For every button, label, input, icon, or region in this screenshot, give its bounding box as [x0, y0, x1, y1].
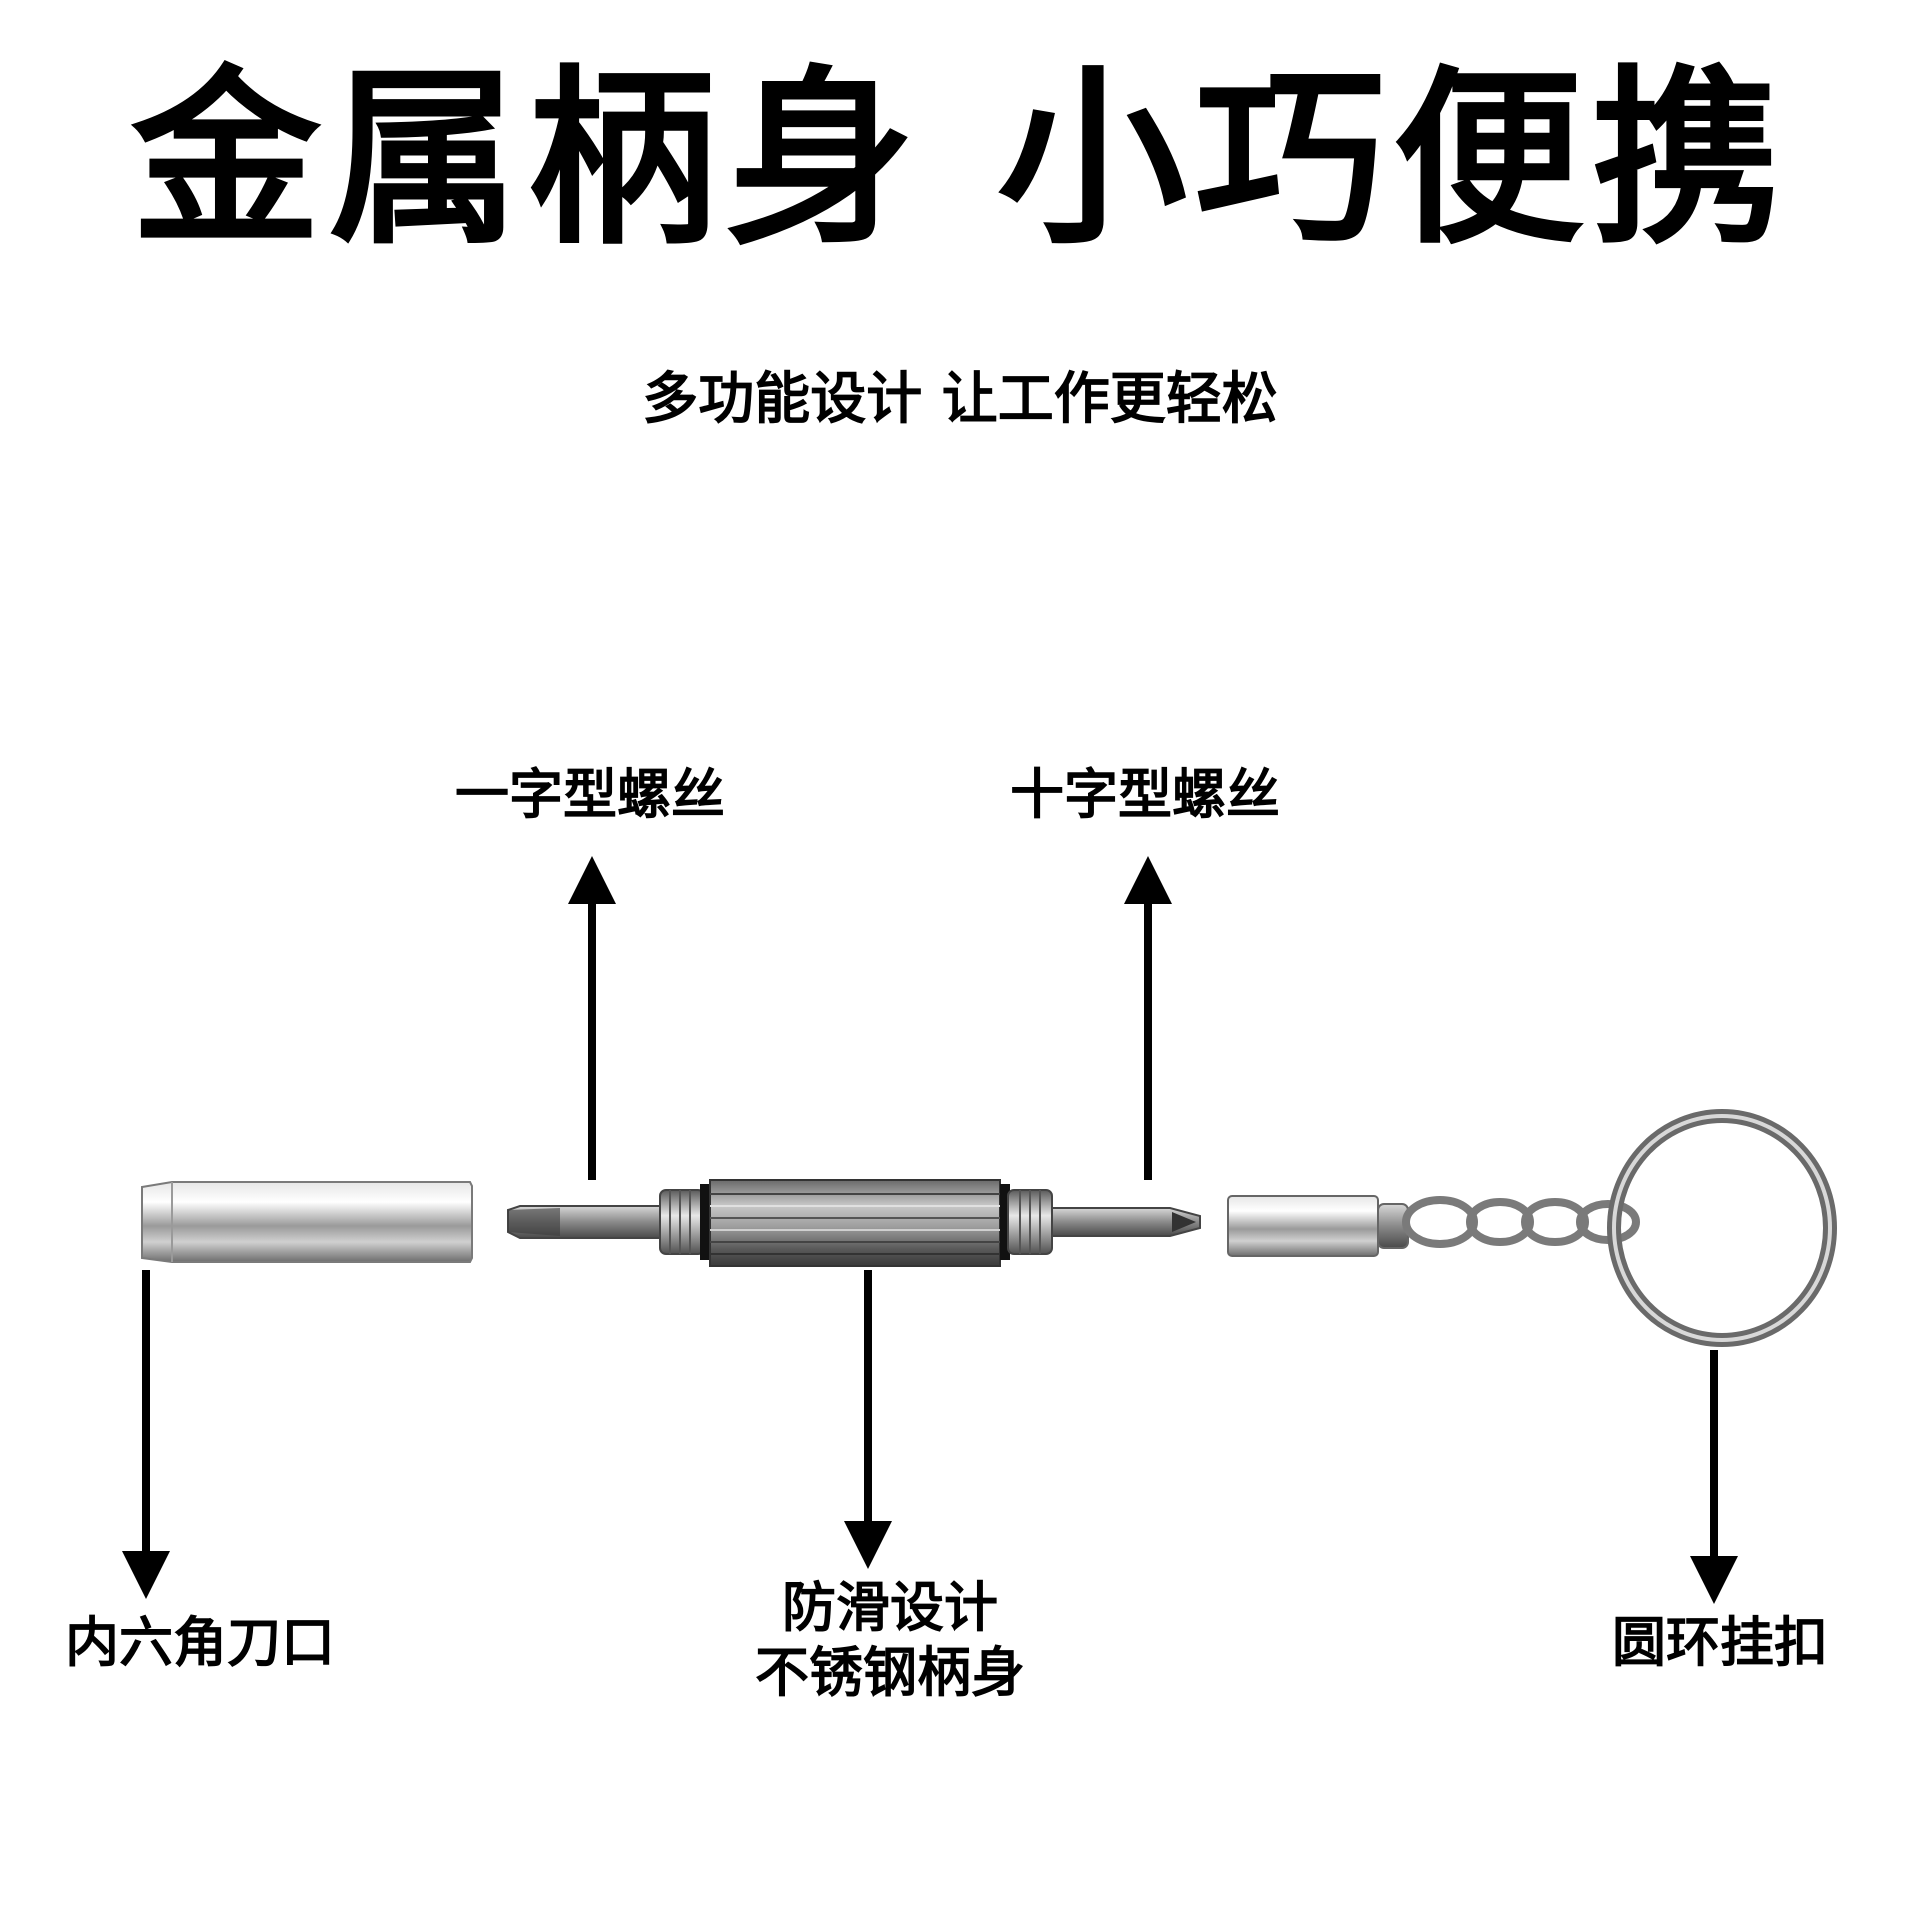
label-phillips-head: 十字型螺丝 [1010, 763, 1280, 826]
keyring-chain [1402, 1196, 1640, 1248]
hex-socket-cap [141, 1181, 473, 1263]
phillips-shaft [1051, 1207, 1201, 1237]
headline: 金属柄身 小巧便携 [130, 49, 1790, 270]
left-spring [659, 1184, 710, 1260]
split-ring [1607, 1109, 1837, 1347]
label-grip-line1: 防滑设计 [782, 1576, 998, 1639]
label-hex-socket: 内六角刀口 [65, 1611, 335, 1674]
label-grip-line2: 不锈钢柄身 [755, 1641, 1025, 1704]
label-flat-head: 一字型螺丝 [455, 763, 725, 826]
flat-blade-shaft [507, 1205, 661, 1239]
subtitle: 多功能设计 让工作更轻松 [642, 367, 1278, 432]
knurled-grip-body [709, 1179, 1001, 1267]
label-key-ring: 圆环挂扣 [1612, 1611, 1828, 1674]
right-spring [1000, 1184, 1053, 1260]
keyring-barrel [1227, 1195, 1409, 1257]
